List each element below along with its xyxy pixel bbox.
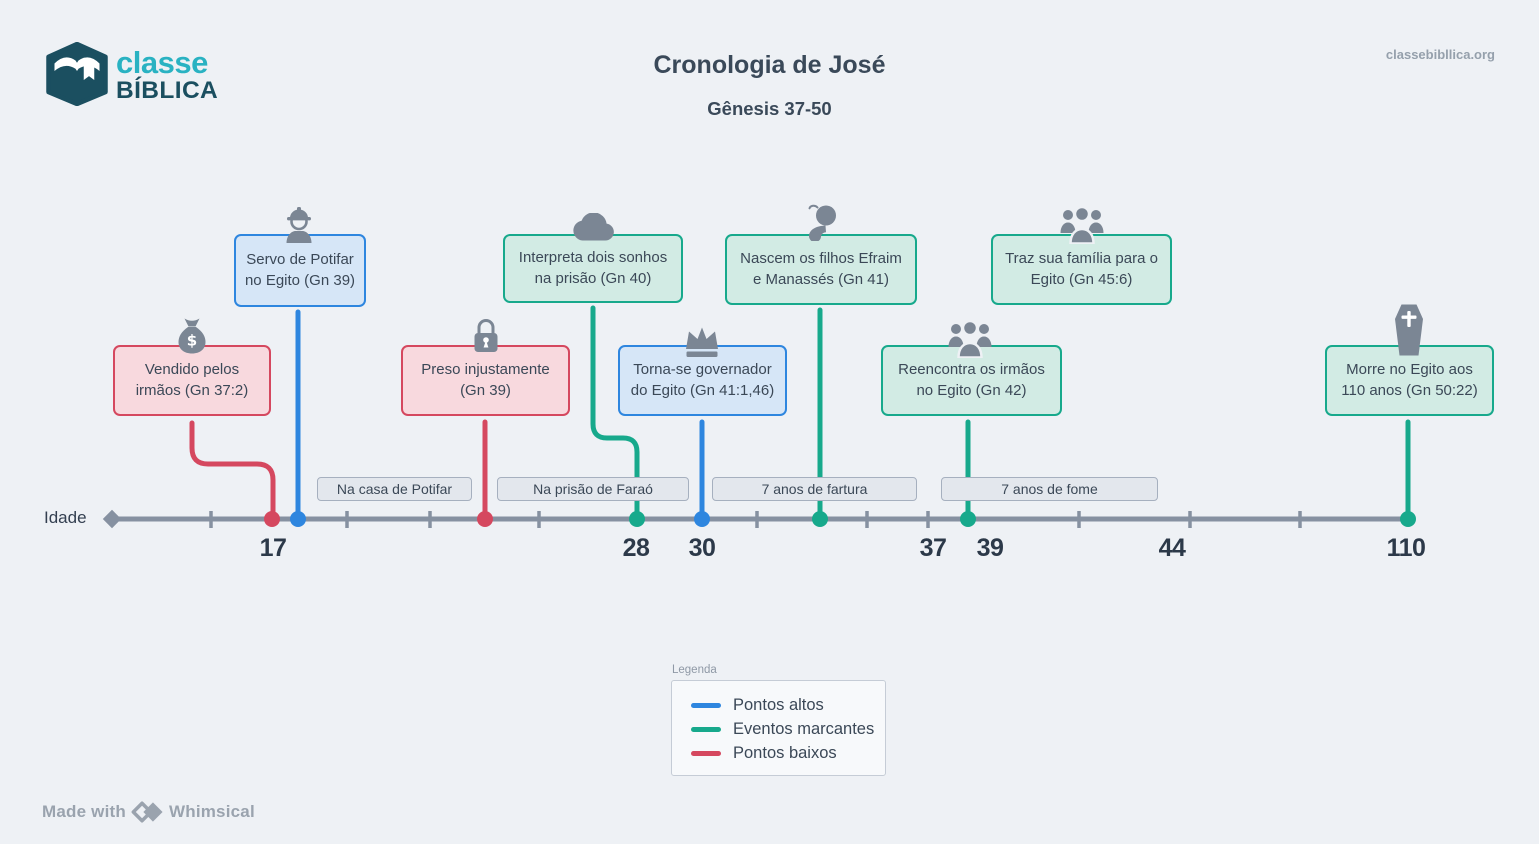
legend-label: Eventos marcantes xyxy=(733,719,875,738)
age-label-28: 28 xyxy=(622,534,650,562)
marker-dot-nascem-event xyxy=(812,511,828,527)
legend-item-low: Pontos baixos xyxy=(672,741,885,765)
marker-dot-39-event xyxy=(960,511,976,527)
crown-icon xyxy=(682,324,722,358)
marker-dot-110-event xyxy=(1400,511,1416,527)
event-box-servo: Servo de Potifar no Egito (Gn 39) xyxy=(234,234,366,307)
marker-dot-17-low xyxy=(264,511,280,527)
event-box-nascem: Nascem os filhos Efraim e Manassés (Gn 4… xyxy=(725,234,917,305)
period-label: 7 anos de fartura xyxy=(712,477,917,501)
construction-worker-icon xyxy=(280,205,318,243)
made-with-text: Made with xyxy=(42,802,126,821)
legend-label: Pontos baixos xyxy=(733,743,837,762)
website-link[interactable]: classebibllica.org xyxy=(1385,47,1495,62)
brand-word-classe: classe xyxy=(116,45,208,80)
marker-dot-preso-low xyxy=(477,511,493,527)
event-box-reencontra: Reencontra os irmãos no Egito (Gn 42) xyxy=(881,345,1062,416)
legend-swatch-event xyxy=(691,726,721,732)
legend-swatch-low xyxy=(691,750,721,756)
page-subtitle: Gênesis 37-50 xyxy=(707,98,832,119)
made-with-whimsical-link[interactable]: Made with Whimsical xyxy=(42,800,255,824)
money-bag-icon: $ xyxy=(174,317,210,357)
people-group-icon xyxy=(1059,204,1105,245)
svg-text:$: $ xyxy=(187,332,197,350)
marker-dot-servo-high xyxy=(290,511,306,527)
event-box-interpreta: Interpreta dois sonhos na prisão (Gn 40) xyxy=(503,234,683,303)
period-label: Na casa de Potifar xyxy=(317,477,472,501)
age-label-37: 37 xyxy=(919,534,947,562)
axis-label-idade: Idade xyxy=(44,508,87,527)
age-label-17: 17 xyxy=(259,534,287,562)
legend-item-event: Eventos marcantes xyxy=(672,717,885,741)
legend-label: Pontos altos xyxy=(733,695,824,714)
age-label-30: 30 xyxy=(688,534,716,562)
cloud-icon xyxy=(572,212,614,241)
legend-swatch-high xyxy=(691,702,721,708)
people-group-icon xyxy=(947,318,993,359)
marker-dot-30-high xyxy=(694,511,710,527)
legend-item-high: Pontos altos xyxy=(672,693,885,717)
period-label: Na prisão de Faraó xyxy=(497,477,689,501)
brand-wordmark: classe BÍBLICA xyxy=(116,47,218,104)
age-label-110: 110 xyxy=(1386,534,1426,562)
lock-icon xyxy=(471,314,501,357)
event-box-traz: Traz sua família para o Egito (Gn 45:6) xyxy=(991,234,1172,305)
axis-ticks xyxy=(209,511,1302,528)
whimsical-text: Whimsical xyxy=(168,802,255,821)
page-title: Cronologia de José xyxy=(653,51,886,79)
event-box-preso: Preso injustamente (Gn 39) xyxy=(401,345,570,416)
marker-dot-28-event xyxy=(629,511,645,527)
axis-start-diamond xyxy=(102,509,122,529)
connector-vendido xyxy=(189,420,276,517)
coffin-icon xyxy=(1391,304,1427,356)
baby-icon xyxy=(801,203,839,243)
age-label-39: 39 xyxy=(976,534,1004,562)
age-label-44: 44 xyxy=(1158,534,1186,562)
brand-word-biblica: BÍBLICA xyxy=(116,77,219,104)
legend-title: Legenda xyxy=(672,664,717,676)
period-label: 7 anos de fome xyxy=(941,477,1158,501)
connector-interpreta xyxy=(590,305,640,517)
event-box-governador: Torna-se governador do Egito (Gn 41:1,46… xyxy=(618,345,787,416)
legend: Pontos altos Eventos marcantes Pontos ba… xyxy=(671,680,886,776)
whimsical-logo-icon xyxy=(131,800,164,824)
classe-biblica-book-logo-icon xyxy=(44,41,110,107)
